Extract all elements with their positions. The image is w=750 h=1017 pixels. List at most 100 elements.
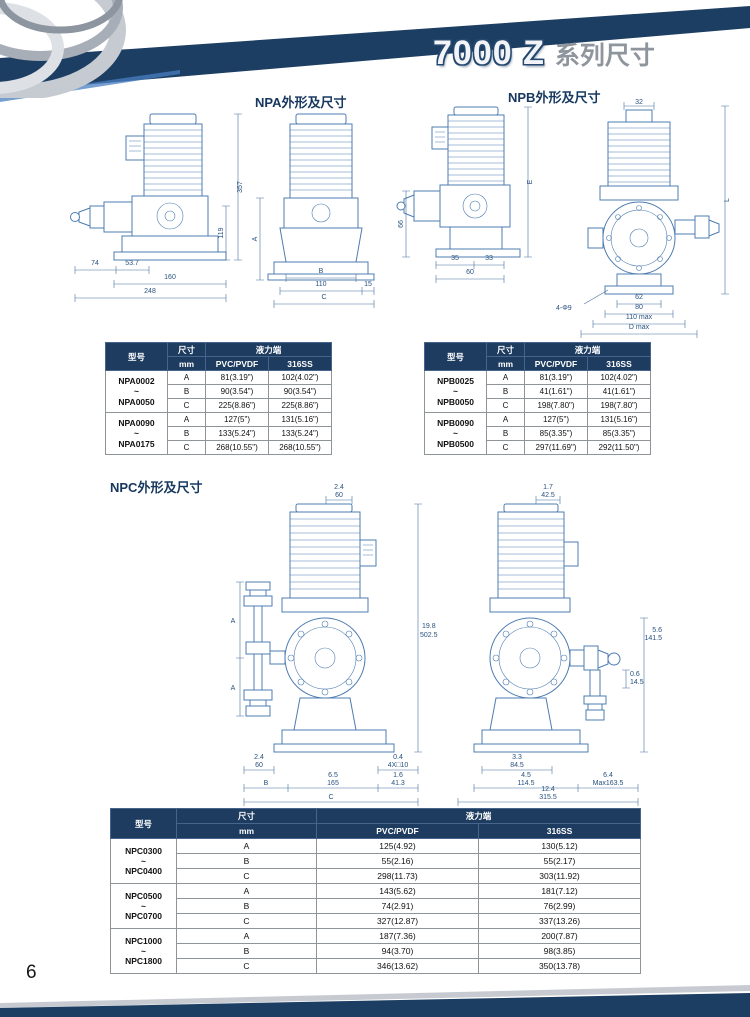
dim-label: 3.3 xyxy=(512,754,522,761)
dim-label: 41.3 xyxy=(391,780,405,787)
footer-bands xyxy=(0,985,750,1017)
table-row: B 90(3.54") 90(3.54") xyxy=(106,384,333,399)
model-cell: NPC1000 ~ NPC1800 xyxy=(110,928,177,974)
npc-side-dimensions: 1.7 42.5 0.6 14.5 5.6 141.5 3.3 84.5 4.5… xyxy=(457,484,662,806)
dim-label: 32 xyxy=(635,99,643,106)
value-cell: 127(5") xyxy=(524,412,588,427)
dim-label: 53.7 xyxy=(125,260,139,267)
model-cell: NPC0500 ~ NPC0700 xyxy=(110,883,177,929)
dim-label: 66 xyxy=(398,220,405,228)
table-row: B 74(2.91) 76(2.99) xyxy=(111,898,642,914)
dim-label: 19.8 xyxy=(422,623,436,630)
table-header-row: 型号 尺寸 液力端 xyxy=(424,342,652,371)
model-cell: NPA0002 ~ NPA0050 xyxy=(105,370,168,413)
dim-label: 62 xyxy=(635,294,643,301)
header-cell-ss: 316SS xyxy=(267,356,333,371)
dim-label: 5.6 xyxy=(652,627,662,634)
table-row: B 85(3.35") 85(3.35") xyxy=(425,426,652,441)
header-cell-model: 型号 xyxy=(105,342,168,371)
table-row: B 94(3.70) 98(3.85) xyxy=(111,943,642,959)
value-cell: 200(7.87) xyxy=(477,928,642,944)
value-cell: 187(7.36) xyxy=(316,928,479,944)
dim-cell: A xyxy=(486,412,525,427)
dim-label: 4.5 xyxy=(521,772,531,779)
dim-cell: B xyxy=(176,943,317,959)
model-line: NPB0090 xyxy=(437,418,474,429)
dim-label: 0.4 xyxy=(393,754,403,761)
model-line: NPC1000 xyxy=(125,935,162,946)
model-line: NPA0090 xyxy=(118,418,155,429)
value-cell: 198(7.80") xyxy=(586,398,652,413)
dim-label: A xyxy=(252,236,259,241)
model-line: NPA0050 xyxy=(118,396,155,407)
table-row: C 297(11.69") 292(11.50") xyxy=(425,440,652,455)
value-cell: 268(10.55") xyxy=(267,440,333,455)
dim-cell: B xyxy=(176,898,317,914)
footer-gray-stripe xyxy=(0,985,750,1008)
dim-cell: C xyxy=(486,440,525,455)
value-cell: 337(13.26) xyxy=(477,913,642,929)
header-cell-mm: mm xyxy=(176,823,317,839)
npb-side-dimensions: E 66 35 33 60 xyxy=(398,106,534,283)
dim-label: 0.6 xyxy=(630,671,640,678)
table-row: NPC1000 ~ NPC1800 A 187(7.36) 200(7.87) xyxy=(110,928,642,974)
model-line: ~ xyxy=(141,945,146,956)
model-line: NPB0050 xyxy=(437,396,474,407)
table-row: C 327(12.87) 337(13.26) xyxy=(111,913,642,929)
dim-cell: A xyxy=(486,370,525,385)
header-diagonal-band xyxy=(0,6,750,92)
value-cell: 298(11.73) xyxy=(316,868,479,884)
table-header-row: 型号 尺寸 液力端 xyxy=(110,808,642,839)
header-cell-pvc: PVC/PVDF xyxy=(205,356,269,371)
model-cell: NPA0090 ~ NPA0175 xyxy=(105,412,168,455)
dim-label: 110 xyxy=(315,281,326,288)
value-cell: 41(1.61") xyxy=(524,384,588,399)
table-row: NPC0500 ~ NPC0700 A 143(5.62) 181(7.12) xyxy=(110,883,642,929)
dim-label: 15 xyxy=(364,281,372,288)
footer-navy-band xyxy=(0,993,750,1017)
dim-label: 2.4 xyxy=(334,484,344,491)
page-number: 6 xyxy=(26,962,37,983)
table-row: C 346(13.62) 350(13.78) xyxy=(111,958,642,974)
value-cell: 130(5.12) xyxy=(477,838,642,854)
model-cell: NPC0300 ~ NPC0400 xyxy=(110,838,177,884)
dim-label: L xyxy=(724,198,731,202)
dim-label: 60 xyxy=(335,492,343,499)
value-cell: 55(2.17) xyxy=(477,853,642,869)
header-cell-mm: mm xyxy=(486,356,525,371)
npb-section-heading: NPB外形及尺寸 xyxy=(508,90,601,105)
dim-label: 84.5 xyxy=(510,762,524,769)
header-cell-ss: 316SS xyxy=(477,823,642,839)
model-line: ~ xyxy=(134,386,139,397)
model-line: NPB0025 xyxy=(437,376,474,387)
npb-front-pump xyxy=(587,109,720,295)
dim-cell: C xyxy=(167,440,206,455)
npa-side-pump xyxy=(70,113,227,261)
dim-label: B xyxy=(319,268,324,275)
table-subheader-row: mm PVC/PVDF 316SS xyxy=(106,356,333,371)
dim-label: 1.6 xyxy=(393,772,403,779)
value-cell: 350(13.78) xyxy=(477,958,642,974)
value-cell: 81(3.19") xyxy=(205,370,269,385)
dim-cell: A xyxy=(176,883,317,899)
npc-front-pump xyxy=(243,503,395,753)
dim-label: 119 xyxy=(218,227,225,238)
dim-label: 315.5 xyxy=(539,794,557,801)
npc-front-dimensions: 2.4 60 19.8 502.5 A A 2.4 60 0.4 4X□10 B… xyxy=(231,484,438,806)
dim-cell: A xyxy=(167,370,206,385)
dim-cell: C xyxy=(176,913,317,929)
value-cell: 55(2.16) xyxy=(316,853,479,869)
dim-label: 160 xyxy=(164,274,176,281)
dim-label: 141.5 xyxy=(644,635,662,642)
dim-label: 4-Φ9 xyxy=(556,305,572,312)
header-cell-liquid-end: 液力端 xyxy=(204,342,333,357)
npa-side-dimensions: 357 119 74 53.7 160 248 xyxy=(74,113,244,302)
value-cell: 133(5.24") xyxy=(267,426,333,441)
npc-front-drawing: 2.4 60 19.8 502.5 A A 2.4 60 0.4 4X□10 B… xyxy=(231,484,438,806)
dim-label: 33 xyxy=(485,255,493,262)
model-line: NPA0002 xyxy=(118,376,155,387)
npa-front-dimensions: A B 110 15 C xyxy=(252,197,375,308)
value-cell: 181(7.12) xyxy=(477,883,642,899)
dim-cell: B xyxy=(176,853,317,869)
table-row: C 298(11.73) 303(11.92) xyxy=(111,868,642,884)
